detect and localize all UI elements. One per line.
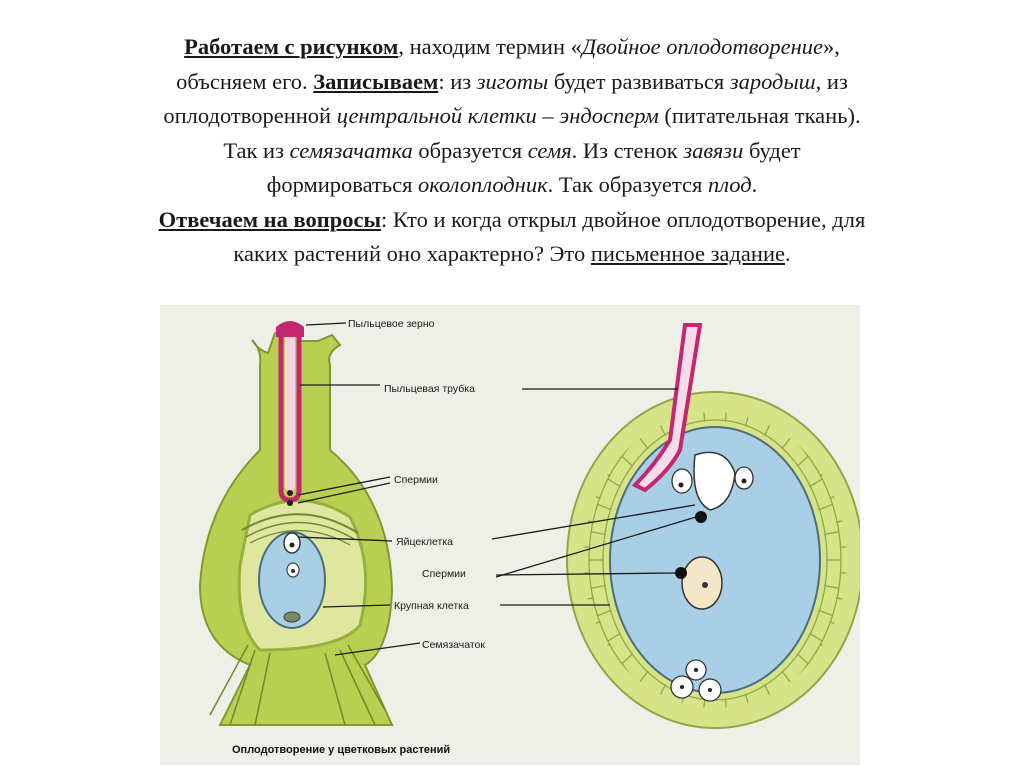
pollen-grain <box>276 321 304 337</box>
text-line-7: каких растений оно характерно? Это письм… <box>40 237 984 272</box>
text-fragment: (питательная ткань). <box>658 103 861 128</box>
text-fragment: будет развиваться <box>548 68 730 94</box>
text-fragment: , из <box>815 68 848 94</box>
label-egg-cell: Яйцеклетка <box>396 536 453 548</box>
text-fragment: объсняем его. <box>176 68 314 94</box>
synergid-right <box>734 466 754 490</box>
text-fragment: : из <box>438 68 477 94</box>
term-pericarp: околоплодник <box>418 172 548 197</box>
fertilization-figure: Пыльцевое зерно Пыльцевая трубка Спермии… <box>160 305 860 765</box>
text-fragment: будет <box>743 137 801 163</box>
text-fragment: . <box>784 241 791 266</box>
leader-lines <box>297 322 697 656</box>
pollen-tube-right <box>631 323 703 493</box>
synergid-left <box>671 468 693 494</box>
term-seed: семя <box>527 137 572 163</box>
egg-cell-right <box>693 451 736 511</box>
text-line-4: Так из семязачатка образуется семя. Из с… <box>40 134 984 169</box>
heading-answer-questions: Отвечаем на вопросы <box>158 206 382 232</box>
term-embryo: зародыш <box>729 68 816 94</box>
label-pollen-tube: Пыльцевая трубка <box>384 383 475 395</box>
embryo-sac <box>258 531 326 629</box>
term-central-cell-endosperm: центральной клетки – эндосперм <box>336 103 659 128</box>
fertilization-diagram: Пыльцевое зерно Пыльцевая трубка Спермии… <box>160 305 860 765</box>
heading-work-with-figure: Работаем с рисунком <box>184 34 399 59</box>
text-fragment: . <box>751 172 758 197</box>
label-sperm-right: Спермии <box>422 568 466 580</box>
figure-caption: Оплодотворение у цветковых растений <box>232 744 450 756</box>
instruction-text: Работаем с рисунком, находим термин «Дво… <box>40 30 984 272</box>
term-ovule: семязачатка <box>289 137 413 163</box>
central-cell-nucleus <box>681 556 723 610</box>
text-fragment: , находим термин « <box>398 34 582 59</box>
text-line-6: Отвечаем на вопросы: Кто и когда открыл … <box>40 203 984 238</box>
text-line-5: формироваться околоплодник. Так образует… <box>40 168 984 203</box>
label-large-cell: Крупная клетка <box>394 600 469 612</box>
text-fragment: формироваться <box>266 172 419 197</box>
sperm-near-egg <box>695 511 707 523</box>
heading-write-down: Записываем <box>313 68 439 94</box>
ovule-closeup <box>566 323 860 729</box>
text-fragment: . Так образуется <box>547 172 708 197</box>
text-fragment: образуется <box>412 137 528 163</box>
text-fragment: », <box>823 34 840 59</box>
pistil-drawing <box>198 321 394 726</box>
text-line-2: объсняем его. Записываем: из зиготы буде… <box>40 65 984 100</box>
label-sperm-left: Спермии <box>394 474 438 486</box>
term-zygote: зиготы <box>476 68 549 94</box>
label-pollen-grain: Пыльцевое зерно <box>348 318 435 330</box>
text-fragment: оплодотворенной <box>163 103 337 128</box>
text-line-1: Работаем с рисунком, находим термин «Дво… <box>40 30 984 65</box>
text-fragment: Так из <box>223 137 290 163</box>
term-double-fertilization: Двойное оплодотворение <box>581 34 823 59</box>
sperm-near-central-cell <box>675 567 687 579</box>
term-fruit: плод <box>707 172 752 197</box>
text-line-3: оплодотворенной центральной клетки – энд… <box>40 99 984 134</box>
text-fragment: каких растений оно характерно? Это <box>233 241 591 266</box>
text-fragment: . Из стенок <box>571 137 684 163</box>
text-fragment: : Кто и когда открыл двойное оплодотворе… <box>381 206 866 232</box>
label-ovule: Семязачаток <box>422 639 485 651</box>
written-task-link-text: письменное задание <box>590 241 785 266</box>
term-ovary: завязи <box>683 137 744 163</box>
